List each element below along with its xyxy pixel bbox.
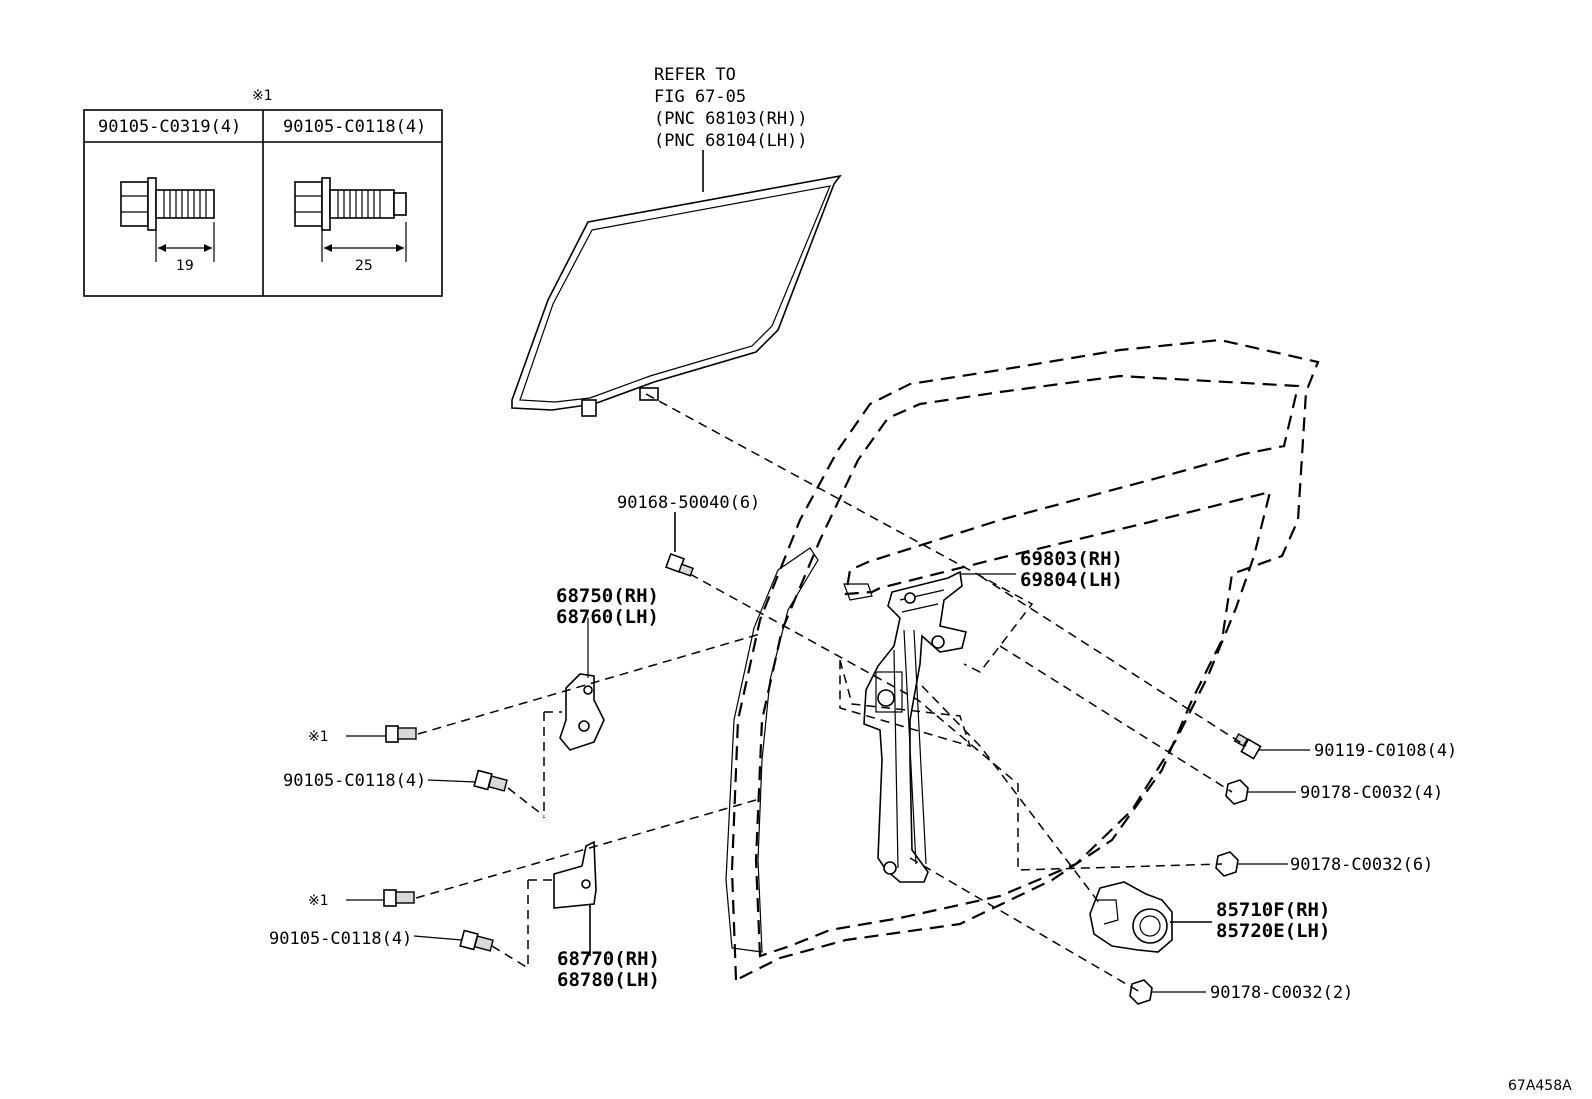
glass-ref-line4: (PNC 68104(LH)) bbox=[654, 131, 808, 151]
lower-hinge bbox=[527, 840, 597, 970]
label-bolt-90119: 90119-C0108(4) bbox=[1314, 741, 1457, 761]
bolt-19-icon bbox=[120, 177, 215, 262]
label-bolt-lower-c0118: 90105-C0118(4) bbox=[269, 929, 412, 949]
label-hinge-lower-rh: 68770(RH) bbox=[557, 948, 660, 970]
bolt-marker-lower-icon bbox=[383, 889, 415, 907]
bolt-19-length: 19 bbox=[176, 258, 194, 274]
label-bolt-upper-c0118: 90105-C0118(4) bbox=[283, 771, 426, 791]
glass-ref-line2: FIG 67-05 bbox=[654, 87, 746, 107]
bolt-25-icon bbox=[294, 177, 407, 262]
bolt-table: ※1 90105-C0319(4) 90105-C0118(4) 19 bbox=[83, 88, 443, 297]
glass-reference: REFER TO FIG 67-05 (PNC 68103(RH)) (PNC … bbox=[654, 65, 808, 192]
label-hinge-upper-lh: 68760(LH) bbox=[556, 606, 659, 628]
label-motor-lh: 85720E(LH) bbox=[1216, 920, 1330, 942]
nut-90178-2-icon bbox=[1129, 979, 1153, 1005]
table-marker: ※1 bbox=[252, 88, 273, 104]
window-motor bbox=[1089, 881, 1212, 953]
label-hinge-upper-rh: 68750(RH) bbox=[556, 585, 659, 607]
label-nut-90178-6: 90178-C0032(6) bbox=[1290, 855, 1433, 875]
label-marker-upper: ※1 bbox=[308, 729, 329, 745]
bolt-marker-upper-icon bbox=[385, 725, 417, 743]
label-nut-90178-2: 90178-C0032(2) bbox=[1210, 983, 1353, 1003]
upper-hinge bbox=[543, 673, 605, 818]
glass-ref-line1: REFER TO bbox=[654, 65, 736, 85]
bolt-c0118-upper-icon bbox=[473, 769, 508, 792]
label-nut-90178-4: 90178-C0032(4) bbox=[1300, 783, 1443, 803]
nut-90178-6-icon bbox=[1215, 851, 1239, 877]
label-regulator-rh: 69803(RH) bbox=[1020, 548, 1123, 570]
bolt-90168-icon bbox=[665, 553, 694, 577]
door-outline bbox=[725, 338, 1320, 981]
label-bolt-90168: 90168-50040(6) bbox=[617, 493, 760, 513]
label-motor-rh: 85710F(RH) bbox=[1216, 899, 1330, 921]
nut-90178-4-icon bbox=[1225, 779, 1249, 805]
table-col1-header: 90105-C0319(4) bbox=[98, 117, 241, 137]
label-marker-lower: ※1 bbox=[308, 893, 329, 909]
label-hinge-lower-lh: 68780(LH) bbox=[557, 969, 660, 991]
bolt-25-length: 25 bbox=[355, 258, 373, 274]
leader-lines bbox=[346, 573, 1310, 993]
bolt-c0118-lower-icon bbox=[459, 929, 494, 952]
assembly-lines bbox=[415, 393, 1247, 993]
door-glass bbox=[511, 174, 842, 417]
table-col2-header: 90105-C0118(4) bbox=[283, 117, 426, 137]
diagram-id: 67A458A bbox=[1508, 1078, 1572, 1094]
label-regulator-lh: 69804(LH) bbox=[1020, 569, 1123, 591]
glass-ref-line3: (PNC 68103(RH)) bbox=[654, 109, 808, 129]
bolt-90119-icon bbox=[1233, 733, 1262, 760]
window-regulator bbox=[863, 570, 967, 883]
